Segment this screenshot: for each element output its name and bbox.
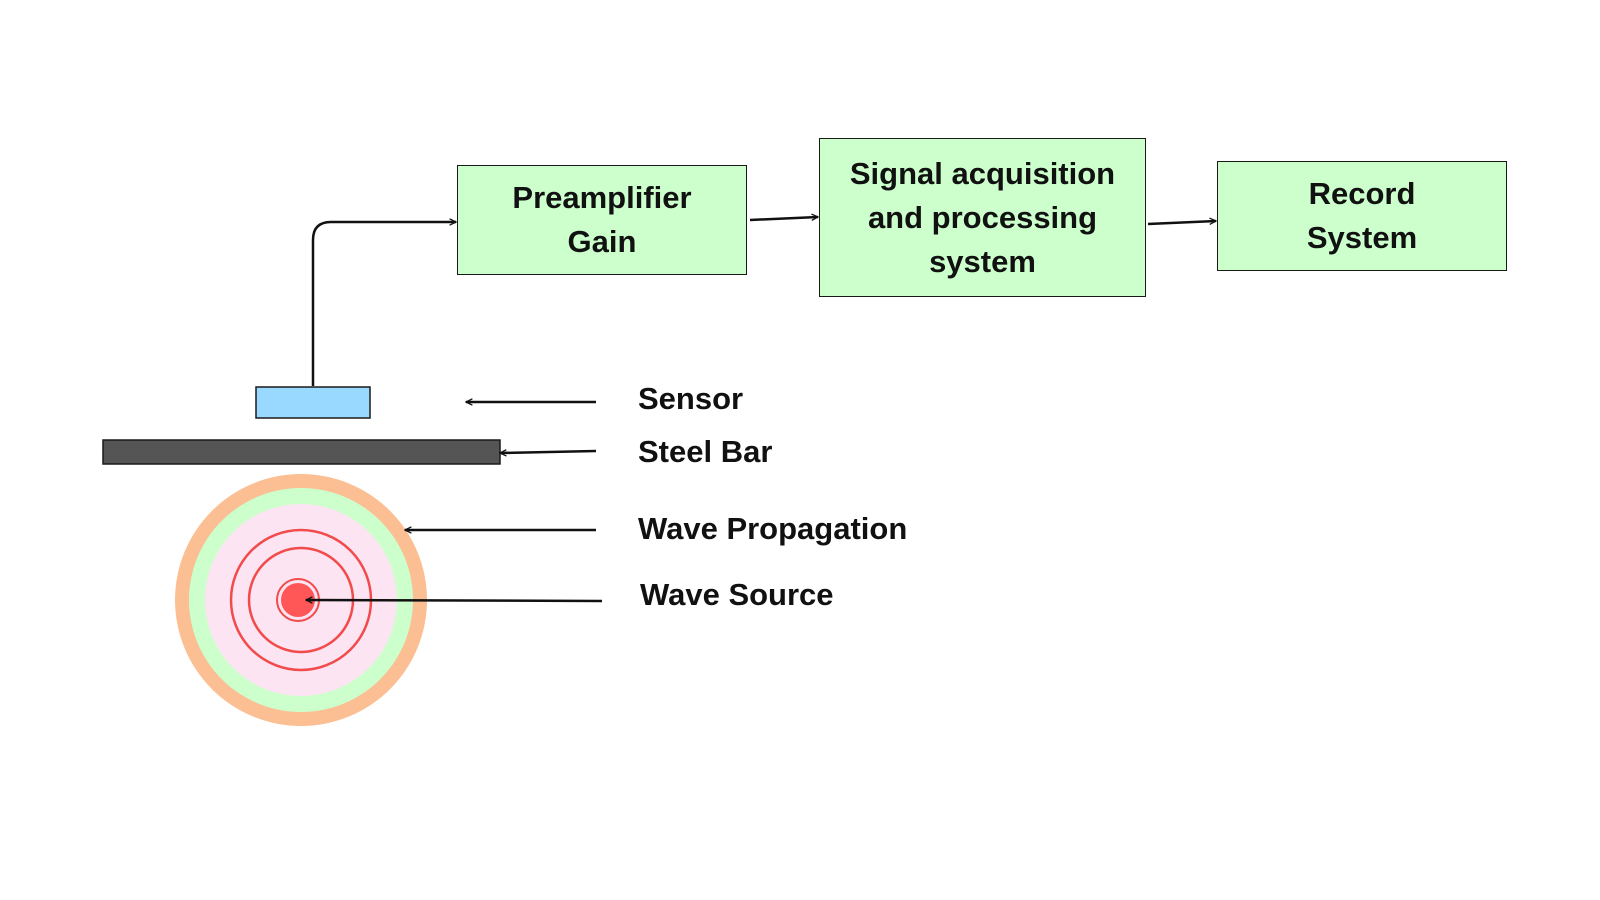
signal-processing-label: Signal acquisition and processing system	[849, 155, 1116, 279]
record-system-label: Record System	[1306, 176, 1418, 255]
sensor-block	[255, 386, 371, 419]
wave-source-label: Wave Source	[640, 577, 834, 612]
wave-source-callout-arrow	[306, 600, 603, 601]
wave-propagation-graphic	[175, 474, 427, 726]
preamplifier-gain-block: Preamplifier Gain	[457, 165, 747, 275]
wave-source-dot	[281, 583, 315, 617]
wave-propagation-label: Wave Propagation	[638, 511, 908, 546]
preamplifier-to-signal-arrow	[749, 217, 818, 222]
steel-bar-label: Steel Bar	[638, 434, 773, 469]
steel-bar	[102, 439, 501, 465]
preamplifier-gain-label: Preamplifier Gain	[512, 180, 692, 259]
sensor-to-preamplifier-arrow	[311, 222, 456, 386]
signal-processing-block: Signal acquisition and processing system	[819, 138, 1146, 297]
signal-to-record-arrow	[1147, 221, 1216, 226]
record-system-block: Record System	[1217, 161, 1507, 271]
sensor-label: Sensor	[638, 381, 744, 416]
steel-bar-callout-arrow	[500, 451, 597, 453]
